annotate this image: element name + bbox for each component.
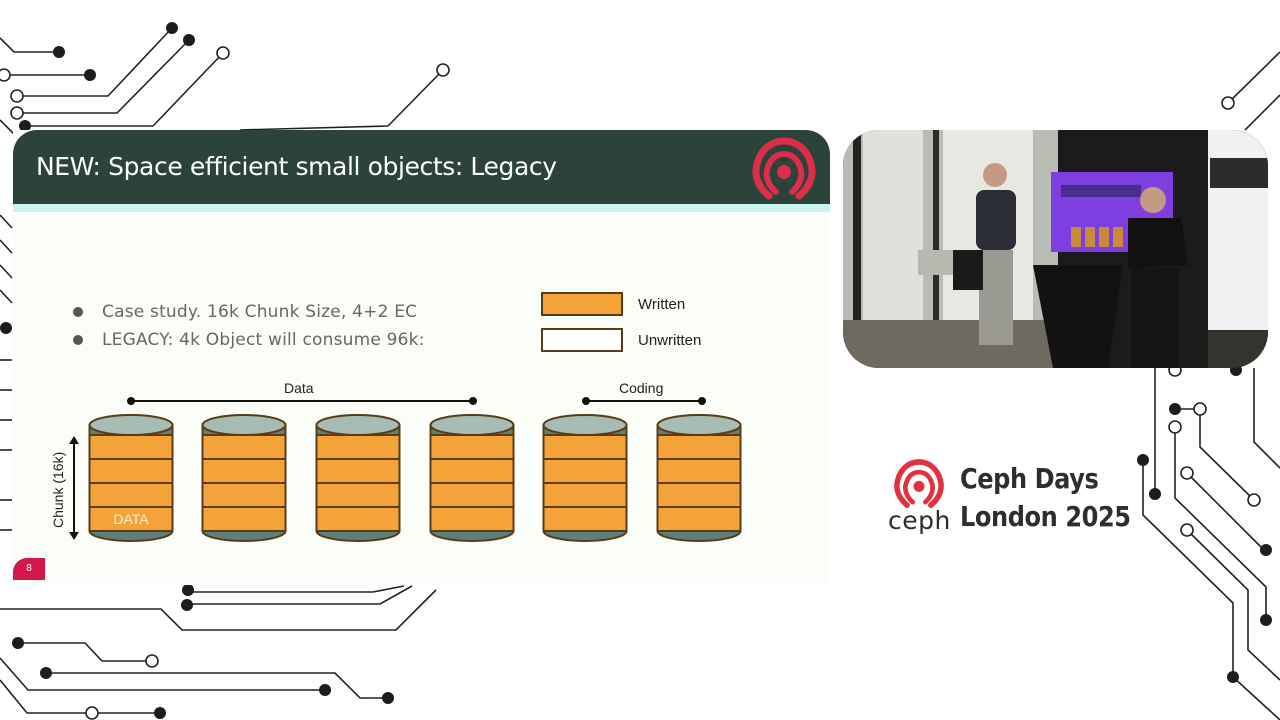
chunk-stripe bbox=[88, 506, 174, 532]
disk-cylinder-icon bbox=[542, 414, 628, 542]
chunk-stripe bbox=[656, 482, 742, 508]
legend-unwritten: Unwritten bbox=[541, 328, 701, 352]
legend-label-unwritten: Unwritten bbox=[638, 331, 702, 349]
chunk-stripe bbox=[88, 458, 174, 484]
disk-data bbox=[315, 413, 401, 546]
disk-coding bbox=[542, 413, 628, 546]
disk-data: DATA bbox=[88, 413, 174, 546]
presentation-slide: NEW: Space efficient small objects: Lega… bbox=[13, 130, 830, 585]
data-group-bracket bbox=[127, 397, 477, 405]
chunk-stripe bbox=[656, 434, 742, 460]
ceph-wordmark: ceph bbox=[888, 506, 951, 535]
chunk-stripe bbox=[429, 482, 515, 508]
bullet-dot-icon bbox=[73, 335, 83, 345]
unwritten-swatch-icon bbox=[541, 328, 623, 352]
legend-written: Written bbox=[541, 292, 701, 316]
page-number: 8 bbox=[13, 558, 45, 580]
chunk-stripe bbox=[542, 482, 628, 508]
slide-title: NEW: Space efficient small objects: Lega… bbox=[36, 152, 557, 181]
chunk-stripe bbox=[201, 482, 287, 508]
chunk-stripe bbox=[88, 482, 174, 508]
chunk-stripe bbox=[315, 458, 401, 484]
header-accent-stripe bbox=[13, 204, 830, 212]
disk-data bbox=[429, 413, 515, 546]
disk-cylinder-icon bbox=[429, 414, 515, 542]
written-swatch-icon bbox=[541, 292, 623, 316]
disk-cylinder-icon bbox=[201, 414, 287, 542]
chunk-stripe bbox=[315, 434, 401, 460]
ceph-logo-icon bbox=[752, 137, 816, 200]
video-frame bbox=[843, 130, 1268, 368]
legend: Written Unwritten bbox=[541, 292, 701, 364]
data-group-label: Data bbox=[284, 380, 314, 396]
chunk-stripe bbox=[315, 482, 401, 508]
bullet-list: Case study. 16k Chunk Size, 4+2 EC LEGAC… bbox=[73, 298, 425, 354]
chunk-size-arrow bbox=[69, 436, 79, 540]
chunk-stripe bbox=[542, 434, 628, 460]
slide-header: NEW: Space efficient small objects: Lega… bbox=[13, 130, 830, 204]
bullet-text: LEGACY: 4k Object will consume 96k: bbox=[102, 330, 425, 350]
disk-data bbox=[201, 413, 287, 546]
disk-cylinder-icon bbox=[315, 414, 401, 542]
event-title-line1: Ceph Days bbox=[960, 462, 1099, 495]
bullet-dot-icon bbox=[73, 307, 83, 317]
chunk-axis-label: Chunk (16k) bbox=[50, 451, 66, 528]
disk-coding bbox=[656, 413, 742, 546]
chunk-stripe bbox=[429, 434, 515, 460]
disk-label: DATA bbox=[113, 511, 149, 527]
chunk-stripe bbox=[201, 434, 287, 460]
bullet-item: LEGACY: 4k Object will consume 96k: bbox=[73, 326, 425, 354]
disk-cylinder-icon bbox=[88, 414, 174, 542]
ceph-logo-icon bbox=[894, 459, 944, 509]
bullet-item: Case study. 16k Chunk Size, 4+2 EC bbox=[73, 298, 425, 326]
bullet-text: Case study. 16k Chunk Size, 4+2 EC bbox=[102, 302, 418, 322]
chunk-stripe bbox=[88, 434, 174, 460]
disk-cylinder-icon bbox=[656, 414, 742, 542]
chunk-stripe bbox=[315, 506, 401, 532]
chunk-stripe bbox=[656, 458, 742, 484]
chunk-stripe bbox=[542, 506, 628, 532]
chunk-stripe bbox=[201, 458, 287, 484]
chunk-stripe bbox=[429, 458, 515, 484]
chunk-stripe bbox=[542, 458, 628, 484]
event-title: Ceph Days London 2025 bbox=[960, 460, 1131, 536]
chunk-stripe bbox=[656, 506, 742, 532]
coding-group-label: Coding bbox=[619, 380, 664, 396]
chunk-stripe bbox=[201, 506, 287, 532]
speaker-video-feed bbox=[843, 130, 1268, 368]
event-title-line2: London 2025 bbox=[960, 500, 1131, 533]
chunk-stripe bbox=[429, 506, 515, 532]
coding-group-bracket bbox=[582, 397, 706, 405]
legend-label-written: Written bbox=[638, 295, 686, 313]
